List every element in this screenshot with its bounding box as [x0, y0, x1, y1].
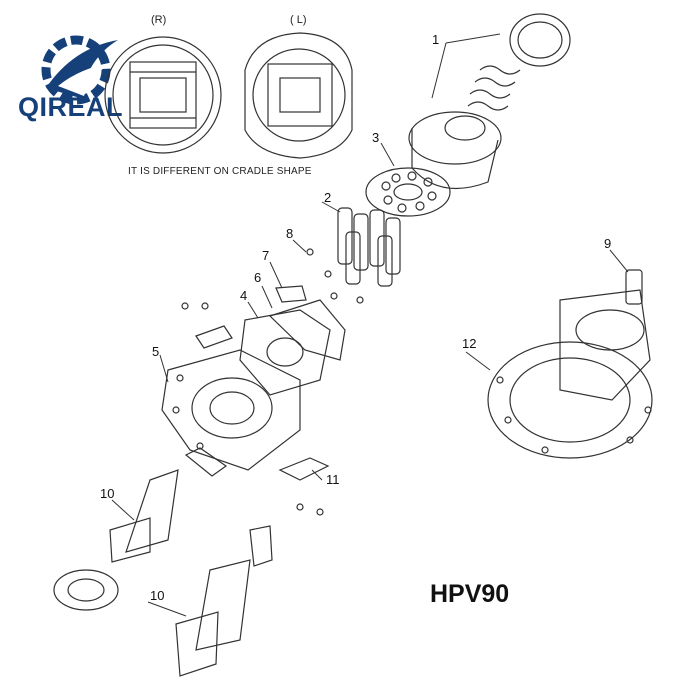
- part-12-drawing: [487, 289, 653, 459]
- cradle-label-l: ( L): [290, 14, 307, 26]
- part-2-drawing: [337, 207, 401, 287]
- cradle-note: IT IS DIFFERENT ON CRADLE SHAPE: [128, 166, 312, 177]
- part-10-upper-drawing: [53, 447, 228, 611]
- callout-10-upper: 10: [100, 486, 115, 501]
- part-6-drawing: [268, 299, 346, 361]
- part-3-drawing: [365, 167, 451, 217]
- callout-8: 8: [286, 226, 294, 241]
- cradle-label-r: (R): [151, 14, 167, 26]
- cradle-r-drawing: [104, 36, 222, 154]
- part-10-lower-drawing: [175, 525, 273, 677]
- part-8-drawing: [306, 248, 364, 304]
- callout-6: 6: [254, 270, 262, 285]
- callout-2: 2: [324, 190, 332, 205]
- callout-7: 7: [262, 248, 270, 263]
- part-1-drawing: [408, 13, 571, 189]
- callout-12: 12: [462, 336, 477, 351]
- cradle-l-drawing: [244, 32, 353, 159]
- part-9-drawing: [625, 269, 643, 305]
- part-5-drawing: [161, 349, 301, 471]
- callout-11: 11: [326, 472, 340, 487]
- callout-9: 9: [604, 236, 612, 251]
- callout-5: 5: [152, 344, 160, 359]
- callout-4: 4: [240, 288, 248, 303]
- part-11-drawing: [278, 457, 330, 516]
- part-7-drawing: [275, 285, 307, 303]
- callout-10-lower: 10: [150, 588, 165, 603]
- callout-1: 1: [432, 32, 440, 47]
- callout-3: 3: [372, 130, 380, 145]
- brand-logo-icon: [41, 35, 118, 105]
- part-4-drawing: [181, 302, 331, 396]
- model-name: HPV90: [430, 580, 510, 608]
